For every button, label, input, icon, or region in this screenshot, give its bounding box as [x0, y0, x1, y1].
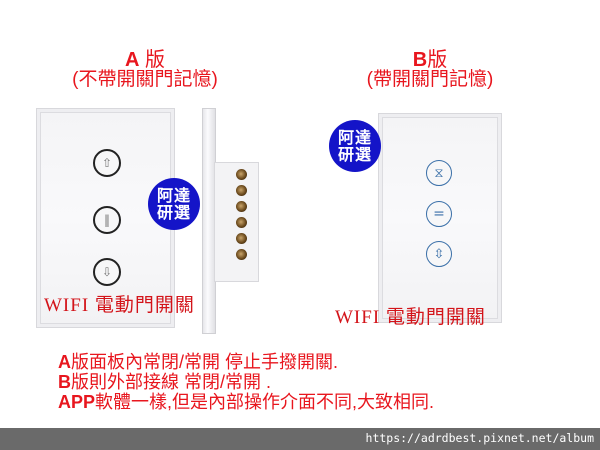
version-a-pause-button: ‖	[93, 206, 121, 234]
note-line: A版面板內常閉/常開 停止手撥開關.	[58, 352, 434, 372]
badge-line1: 阿達	[156, 186, 191, 205]
screw-icon	[236, 217, 247, 228]
watermark-url: https://adrdbest.pixnet.net/album	[365, 431, 594, 445]
adrd-badge-a: 阿達研選	[148, 178, 200, 230]
version-b-caption: WIFI 電動門開關	[335, 307, 486, 328]
screw-icon	[236, 233, 247, 244]
note-text: 版面板內常閉/常開 停止手撥開關.	[71, 352, 339, 372]
version-b-subtitle: (帶開關門記憶)	[366, 69, 494, 90]
notes-block: A版面板內常閉/常開 停止手撥開關. B版則外部接線 常閉/常開 . APP軟體…	[58, 352, 434, 412]
up-down-icon: ⇳	[433, 246, 445, 262]
badge-line2: 研選	[337, 145, 372, 164]
badge-line2: 研選	[156, 203, 191, 222]
screw-icon	[236, 249, 247, 260]
version-b-label: 版	[427, 49, 448, 71]
note-lead: A	[58, 352, 71, 372]
up-arrow-icon: ⇧	[101, 156, 113, 170]
screw-icon	[236, 185, 247, 196]
note-text: 軟體一樣,但是內部操作介面不同,大致相同.	[95, 392, 435, 412]
version-a-caption: WIFI 電動門開關	[44, 295, 195, 316]
note-lead: B	[58, 372, 71, 392]
version-b-stop-button: =	[426, 201, 452, 227]
version-a-title: A 版 (不帶開關門記憶)	[30, 50, 260, 90]
hourglass-icon: ⧖	[434, 165, 444, 181]
watermark-bar: https://adrdbest.pixnet.net/album	[0, 428, 600, 450]
note-text: 版則外部接線 常閉/常開 .	[71, 372, 272, 392]
note-lead: APP	[58, 392, 96, 412]
adrd-badge-b: 阿達研選	[329, 120, 381, 172]
version-a-label: 版	[139, 49, 165, 71]
version-b-updown-button: ⇳	[426, 241, 452, 267]
screw-icon	[236, 169, 247, 180]
pause-icon: ‖	[104, 213, 110, 227]
note-line: APP軟體一樣,但是內部操作介面不同,大致相同.	[58, 392, 434, 412]
screw-icon	[236, 201, 247, 212]
stop-lines-icon: =	[433, 206, 445, 222]
version-b-letter: B	[412, 49, 428, 71]
down-arrow-icon: ⇩	[101, 265, 113, 279]
version-b-title: B版 (帶開關門記憶)	[335, 50, 525, 90]
version-a-down-button: ⇩	[93, 258, 121, 286]
version-a-up-button: ⇧	[93, 149, 121, 177]
version-a-letter: A	[124, 49, 140, 71]
version-b-open-button: ⧖	[426, 160, 452, 186]
badge-line1: 阿達	[337, 128, 372, 147]
version-a-subtitle: (不帶開關門記憶)	[72, 69, 218, 90]
note-line: B版則外部接線 常閉/常開 .	[58, 372, 434, 392]
